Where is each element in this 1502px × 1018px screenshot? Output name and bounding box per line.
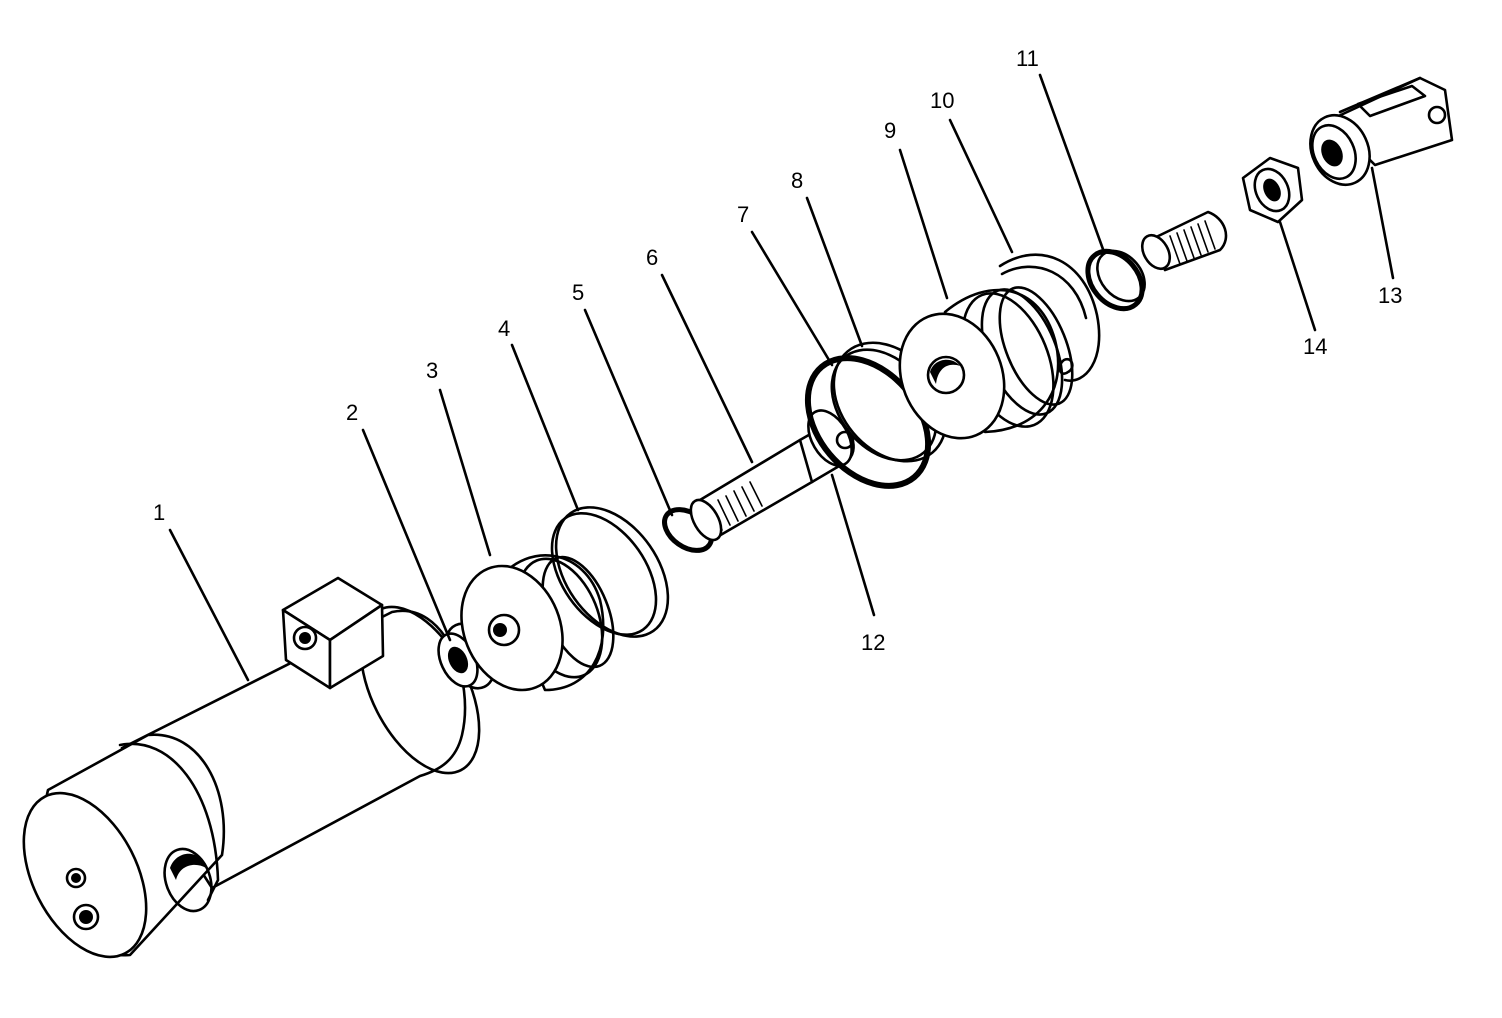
leader-1 xyxy=(168,528,250,682)
callout-2: 2 xyxy=(346,400,358,425)
part-1-cylinder-body xyxy=(22,576,481,959)
leader-2 xyxy=(361,428,452,642)
callout-8: 8 xyxy=(791,168,803,193)
callout-5: 5 xyxy=(572,280,584,305)
leader-12 xyxy=(830,473,876,617)
callout-6: 6 xyxy=(646,245,658,270)
leader-14 xyxy=(1278,220,1317,332)
leader-6 xyxy=(660,273,754,464)
part-10-snap-ring xyxy=(998,253,1101,382)
part-11-ring xyxy=(1085,248,1146,312)
callout-14: 14 xyxy=(1303,334,1327,359)
leader-11 xyxy=(1038,73,1106,254)
part-6-piston-rod xyxy=(689,409,855,542)
callout-10: 10 xyxy=(930,88,954,113)
leader-7 xyxy=(750,230,834,367)
leader-5 xyxy=(583,308,674,517)
leader-lines xyxy=(168,73,1395,682)
leader-10 xyxy=(948,118,1014,254)
callout-7: 7 xyxy=(737,202,749,227)
callout-9: 9 xyxy=(884,118,896,143)
part-13-clevis xyxy=(1309,76,1454,187)
part-4-seal-ring xyxy=(550,506,670,638)
leader-4 xyxy=(510,343,580,512)
callout-3: 3 xyxy=(426,358,438,383)
callout-4: 4 xyxy=(498,316,510,341)
leader-8 xyxy=(805,196,864,348)
leader-3 xyxy=(438,388,492,557)
threaded-stud xyxy=(1140,210,1228,272)
callout-12: 12 xyxy=(861,630,885,655)
callout-11: 11 xyxy=(1016,46,1039,71)
callout-13: 13 xyxy=(1378,283,1402,308)
part-9-gland xyxy=(898,286,1074,440)
leader-9 xyxy=(898,148,949,300)
leader-13 xyxy=(1370,166,1395,280)
part-14-hex-nut xyxy=(1241,156,1304,224)
callout-1: 1 xyxy=(153,500,165,525)
callout-labels: 1 2 3 4 5 6 7 8 9 10 11 12 13 14 xyxy=(153,46,1402,655)
